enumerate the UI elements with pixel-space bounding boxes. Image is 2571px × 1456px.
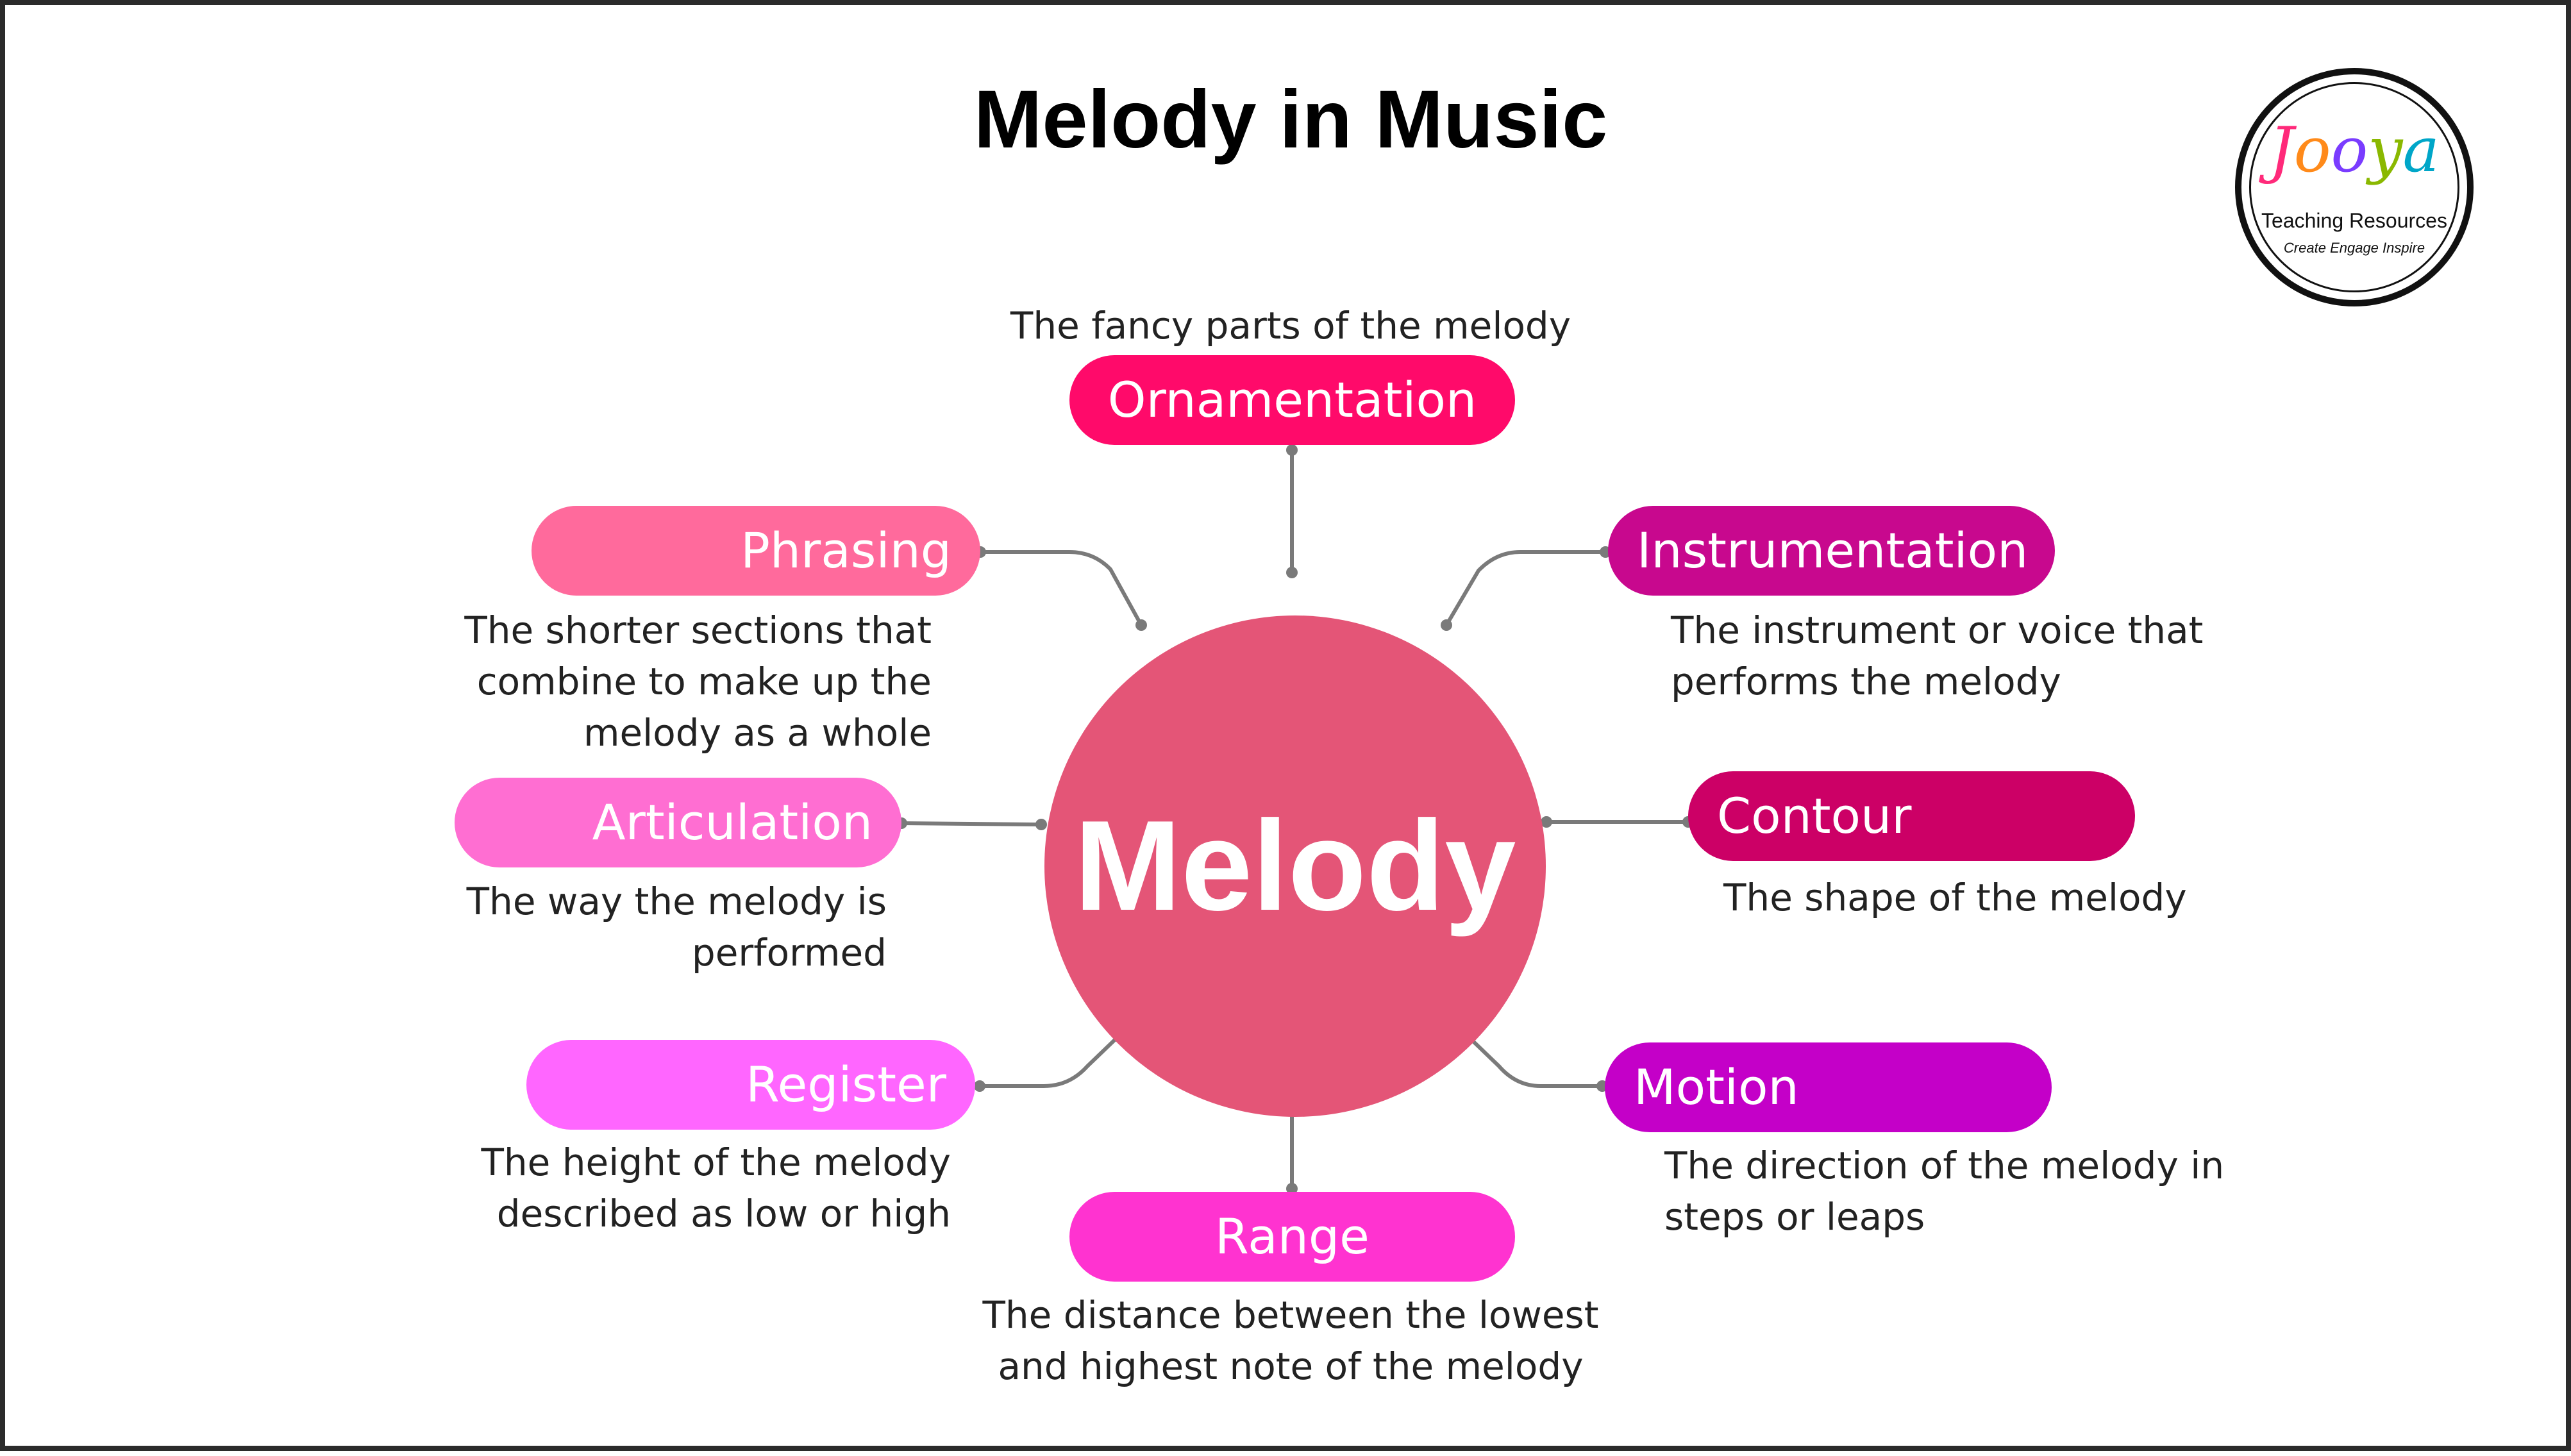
contour-description: The shape of the melody (1723, 876, 2187, 919)
ornamentation-label: Ornamentation (1107, 371, 1477, 428)
register-pill: Register (526, 1040, 975, 1130)
instrumentation-connector (1445, 550, 1605, 626)
jooya-logo: Jooya Teaching Resources Create Engage I… (2235, 68, 2474, 306)
connector-dot (1035, 819, 1047, 830)
motion-description: The direction of the melody in steps or … (1664, 1144, 2225, 1239)
ornamentation-description: The fancy parts of the melody (1010, 304, 1571, 347)
logo-letter: o (2293, 114, 2331, 186)
phrasing-connector (980, 550, 1143, 626)
register-label: Register (746, 1056, 946, 1113)
motion-pill: Motion (1605, 1042, 2052, 1132)
motion-label: Motion (1634, 1059, 1799, 1116)
page-title: Melody in Music (973, 74, 1608, 165)
connector-dot (1286, 1183, 1298, 1194)
instrumentation-pill: Instrumentation (1608, 506, 2055, 596)
logo-inner-ring (2249, 82, 2459, 292)
center-melody-circle: Melody (1044, 615, 1546, 1117)
contour-label: Contour (1717, 787, 1912, 844)
logo-tagline: Create Engage Inspire (2283, 240, 2425, 256)
connector-dot (1135, 619, 1147, 631)
connector-dot (1286, 567, 1298, 578)
logo-letter: y (2368, 114, 2403, 186)
motion-connector (1446, 1015, 1602, 1088)
instrumentation-label: Instrumentation (1637, 522, 2029, 579)
center-melody-label: Melody (1074, 794, 1516, 937)
connector-dot (974, 1080, 985, 1092)
articulation-connector (901, 821, 1042, 826)
phrasing-pill: Phrasing (532, 506, 980, 596)
connector-dot (1286, 444, 1298, 456)
range-pill: Range (1069, 1192, 1515, 1282)
ornamentation-pill: Ornamentation (1069, 355, 1515, 445)
range-label: Range (1215, 1208, 1369, 1265)
connector-lines (896, 444, 1694, 1194)
logo-letter: J (2269, 114, 2294, 186)
logo-subtitle: Teaching Resources (2261, 209, 2447, 232)
logo-letter: o (2331, 114, 2368, 186)
connector-dot (1541, 816, 1552, 828)
articulation-label: Articulation (592, 794, 873, 851)
phrasing-label: Phrasing (741, 522, 951, 579)
range-description: The distance between the lowest and high… (982, 1293, 1599, 1388)
articulation-description: The way the melody is performed (466, 880, 887, 975)
connector-dot (1441, 619, 1452, 631)
logo-letter: a (2402, 114, 2440, 186)
contour-pill: Contour (1688, 771, 2135, 861)
articulation-pill: Articulation (455, 778, 901, 867)
logo-wordmark: Jooya (2241, 119, 2467, 181)
register-description: The height of the melody described as lo… (481, 1141, 951, 1235)
phrasing-description: The shorter sections that combine to mak… (464, 608, 932, 755)
register-connector (980, 1015, 1141, 1088)
instrumentation-description: The instrument or voice that performs th… (1671, 608, 2204, 703)
